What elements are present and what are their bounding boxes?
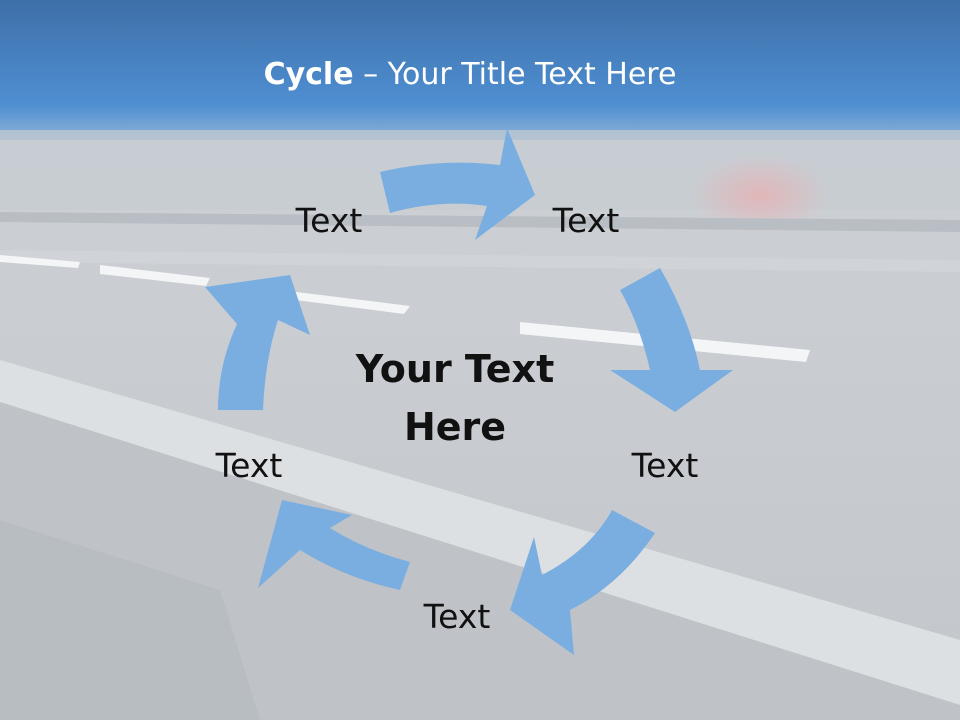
cycle-label-top-right: Text bbox=[552, 201, 620, 240]
title-bold: Cycle bbox=[263, 57, 354, 92]
center-text-line2: Here bbox=[403, 405, 507, 449]
cycle-label-left: Text bbox=[215, 446, 283, 485]
cycle-arrow-top bbox=[380, 128, 535, 240]
cycle-arrow-right bbox=[610, 268, 733, 412]
cycle-label-right: Text bbox=[631, 446, 699, 485]
cycle-label-bottom: Text bbox=[423, 597, 491, 636]
center-text: Your Text Here bbox=[330, 340, 580, 456]
cycle-arrow-bottom-right bbox=[510, 510, 655, 655]
center-text-line1: Your Text bbox=[355, 347, 555, 391]
slide-title: Cycle – Your Title Text Here bbox=[0, 50, 940, 100]
cycle-label-top-left: Text bbox=[295, 201, 363, 240]
cycle-arrow-bottom-left bbox=[258, 500, 410, 590]
cycle-arrow-left bbox=[205, 275, 310, 410]
title-rest: – Your Title Text Here bbox=[353, 57, 677, 92]
